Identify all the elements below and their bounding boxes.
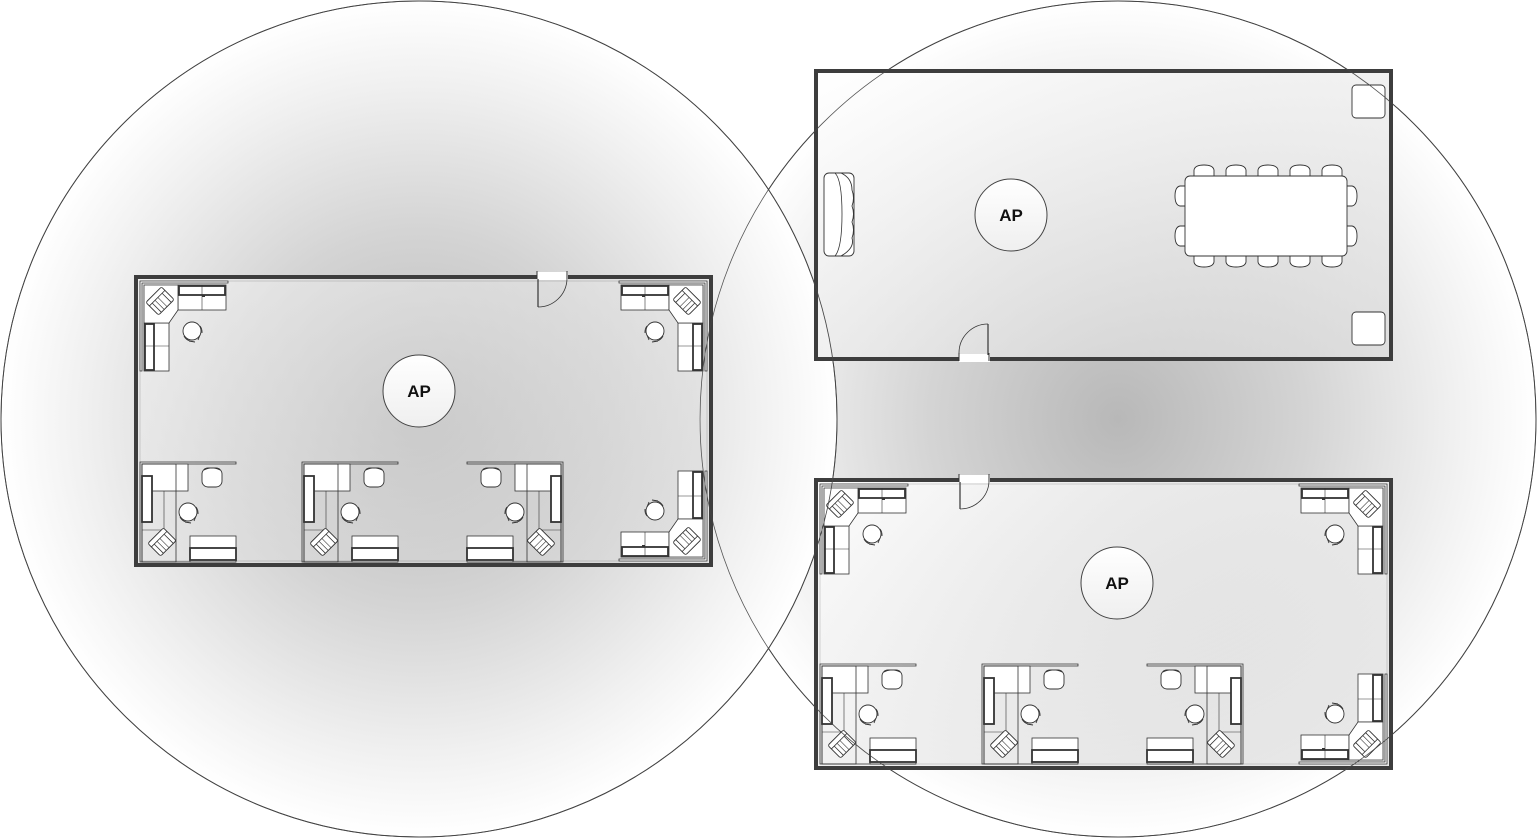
conference-table-icon: [1174, 164, 1358, 268]
room-conference: AP: [814, 69, 1393, 362]
ap-label: AP: [999, 206, 1023, 225]
ap-label: AP: [407, 382, 431, 401]
sofa-icon: [823, 172, 855, 257]
coverage-edge-left: [0, 0, 838, 838]
access-point-icon[interactable]: AP: [382, 354, 456, 428]
door-icon: [536, 271, 568, 308]
room-office-left: AP: [134, 271, 713, 567]
ap-label: AP: [1105, 574, 1129, 593]
coverage-edge-right: [700, 1, 1536, 837]
side-table-icon: [1351, 84, 1386, 119]
room-office-right: AP: [814, 474, 1393, 770]
access-point-icon[interactable]: AP: [1080, 546, 1154, 620]
door-icon: [958, 323, 990, 362]
door-icon: [958, 474, 990, 510]
access-point-icon[interactable]: AP: [974, 178, 1048, 252]
side-table-icon: [1351, 311, 1386, 346]
